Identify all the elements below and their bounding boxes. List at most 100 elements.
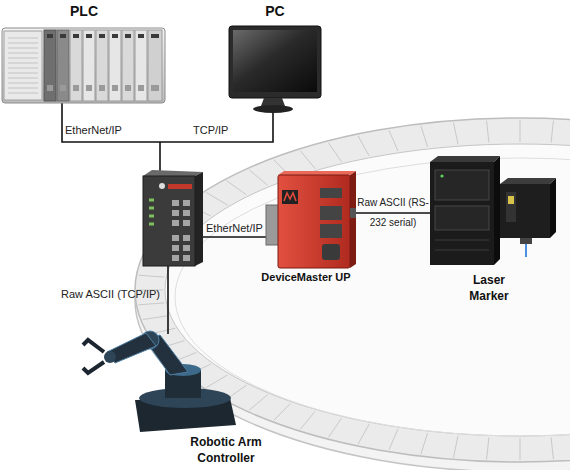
turntable-ticks-part xyxy=(249,395,267,411)
protocol-label: TCP/IP xyxy=(193,123,228,137)
devicemaster-gateway-part xyxy=(282,190,298,204)
turntable-part xyxy=(165,144,570,436)
pc-monitor-part xyxy=(261,98,285,106)
turntable-ticks-part xyxy=(227,181,247,195)
network-wire-part xyxy=(159,142,161,172)
ethernet-switch-part xyxy=(149,200,154,224)
connector-label: Raw ASCII (RS-232 serial) xyxy=(354,193,432,233)
laser-marker-part xyxy=(500,184,550,238)
robotic-arm xyxy=(83,331,236,432)
protocol-label: EtherNet/IP xyxy=(206,221,263,235)
laser-marker-part xyxy=(435,206,489,230)
turntable-part xyxy=(135,118,570,462)
turntable-ticks-part xyxy=(329,143,342,162)
turntable-ticks-part xyxy=(551,121,553,143)
device-label: DeviceMaster UP xyxy=(256,269,356,285)
devicemaster-gateway-part xyxy=(320,224,342,238)
turntable-ticks-part xyxy=(454,123,459,145)
laser-marker-part xyxy=(435,170,489,200)
device-label: Laser Marker xyxy=(461,272,517,304)
laser-marker-part xyxy=(506,192,516,222)
ethernet-switch-part xyxy=(168,184,192,189)
ethernet-switch-part xyxy=(195,172,203,266)
ethernet-switch-part xyxy=(159,183,165,189)
plc-rack-part xyxy=(47,34,159,38)
protocol-label: EtherNet/IP xyxy=(65,123,122,137)
devicemaster-gateway-part xyxy=(320,188,342,198)
turntable-ticks-part xyxy=(358,136,369,156)
protocol-label: Raw ASCII (TCP/IP) xyxy=(40,287,160,301)
laser-marker-part xyxy=(440,174,443,177)
pc-monitor xyxy=(229,26,321,113)
laser-marker-part xyxy=(525,244,527,257)
robotic-arm-part xyxy=(104,351,116,363)
devicemaster-gateway-part xyxy=(322,244,340,260)
ethernet-switch-part xyxy=(143,176,195,266)
network-wire-part xyxy=(200,236,268,238)
devicemaster-gateway xyxy=(266,171,356,268)
laser-marker-part xyxy=(435,240,489,250)
device-label: PLC xyxy=(0,3,168,19)
pc-node: PC xyxy=(225,3,325,115)
device-label: Robotic Arm Controller xyxy=(184,434,268,466)
plc-node: PLC xyxy=(0,3,168,105)
turntable-ticks-part xyxy=(551,437,553,459)
turntable-ticks-part xyxy=(139,303,165,305)
devicemaster-gateway-part xyxy=(320,206,342,220)
turntable-ticks-part xyxy=(421,126,428,147)
gateway-node: DeviceMaster UP xyxy=(256,172,356,286)
pc-monitor-part xyxy=(233,30,317,92)
devicemaster-gateway-part xyxy=(350,208,356,218)
pc-monitor-part xyxy=(229,26,321,98)
device-label: PC xyxy=(225,3,325,19)
laser-marker-part xyxy=(430,156,500,162)
devicemaster-gateway-part xyxy=(278,171,356,175)
pc-monitor-part xyxy=(253,105,293,113)
turntable-ticks-part xyxy=(520,438,521,460)
devicemaster-gateway-part xyxy=(278,175,350,268)
turntable-ticks-part xyxy=(329,418,342,437)
turntable-part xyxy=(135,128,570,470)
network-wire-part xyxy=(62,103,273,142)
laser-marker-part xyxy=(430,162,494,265)
turntable-ticks-part xyxy=(520,120,521,142)
turntable-ticks-part xyxy=(389,130,398,151)
plc-rack xyxy=(2,28,165,103)
laser-node: Laser Marker xyxy=(430,154,558,306)
serial-connector xyxy=(356,212,430,214)
plc-rack-part xyxy=(4,31,42,100)
robotic-arm-part xyxy=(83,340,104,373)
laser-marker-part xyxy=(550,178,556,238)
ethernet-switch-part xyxy=(143,170,203,176)
turntable-ticks-part xyxy=(421,433,428,454)
turntable-ticks-part xyxy=(487,121,489,143)
plc-rack-part xyxy=(8,38,38,93)
ethernet-switch xyxy=(143,170,203,266)
devicemaster-gateway-part xyxy=(284,193,296,201)
turntable-ticks-part xyxy=(274,403,291,420)
turntable-ticks-part xyxy=(139,275,165,277)
turntable-ticks-part xyxy=(300,151,315,169)
laser-marker-part xyxy=(494,156,500,265)
turntable-ticks-part xyxy=(143,316,169,320)
turntable-ticks-part xyxy=(206,375,227,388)
laser-marker-part xyxy=(520,238,532,244)
turntable-ticks-part xyxy=(454,436,459,458)
laser-marker-part xyxy=(500,178,556,184)
turntable-ticks-part xyxy=(249,170,267,186)
turntable-part xyxy=(175,158,570,436)
turntable xyxy=(135,118,570,470)
turntable-ticks-part xyxy=(389,429,398,450)
devicemaster-gateway-part xyxy=(350,171,356,268)
plc-rack-part xyxy=(2,28,165,103)
turntable-ticks-part xyxy=(487,437,489,459)
robot-node: Robotic Arm Controller xyxy=(78,322,268,468)
turntable-ticks-part xyxy=(206,193,227,206)
plc-rack-part xyxy=(47,85,159,91)
ethernet-switch-part xyxy=(172,203,190,258)
turntable-ticks-part xyxy=(300,411,315,429)
network-wire-part xyxy=(167,266,169,334)
